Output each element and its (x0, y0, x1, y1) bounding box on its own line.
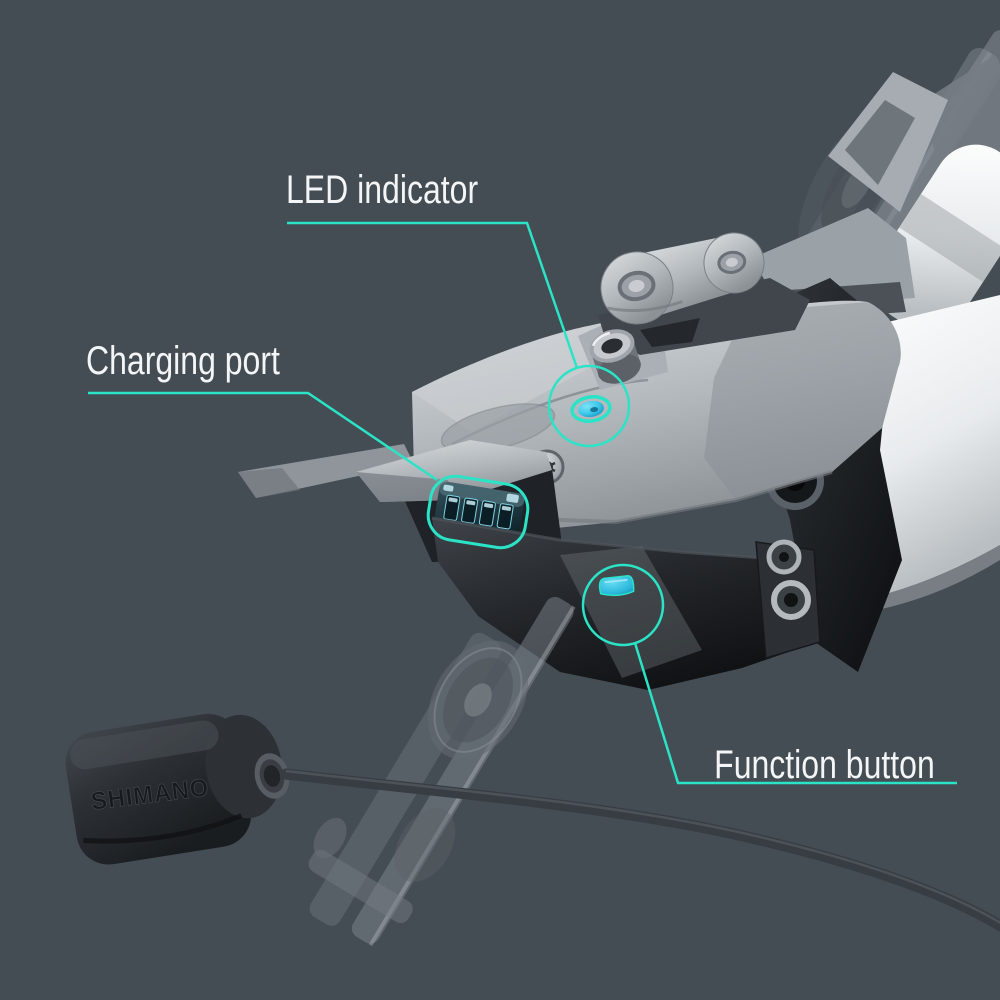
led-highlight-circle (547, 364, 631, 448)
bone-link (600, 232, 765, 325)
upper-linkage (578, 232, 810, 390)
function-leader-line (633, 642, 957, 785)
function-button (598, 575, 635, 597)
charger-plug: SHIMANO (65, 713, 283, 865)
led-indicator-label: LED indicator (286, 168, 479, 212)
charger-cable (280, 768, 1000, 933)
led-leader-line (287, 221, 579, 369)
bolt-tab (755, 539, 821, 659)
charging-port-label: Charging port (86, 339, 280, 383)
function-highlight-circle (581, 563, 665, 647)
cable-tube (589, 329, 641, 384)
derailleur-top-plate (412, 300, 901, 532)
led-indicator-led (570, 395, 612, 423)
charging-leader-line (88, 391, 438, 482)
charging-highlight-box (426, 474, 530, 550)
charger-cable-highlight (285, 769, 1000, 925)
function-button-label: Function button (714, 743, 935, 787)
pulley-cage-ghost (308, 596, 576, 947)
charger-neck (254, 753, 290, 799)
